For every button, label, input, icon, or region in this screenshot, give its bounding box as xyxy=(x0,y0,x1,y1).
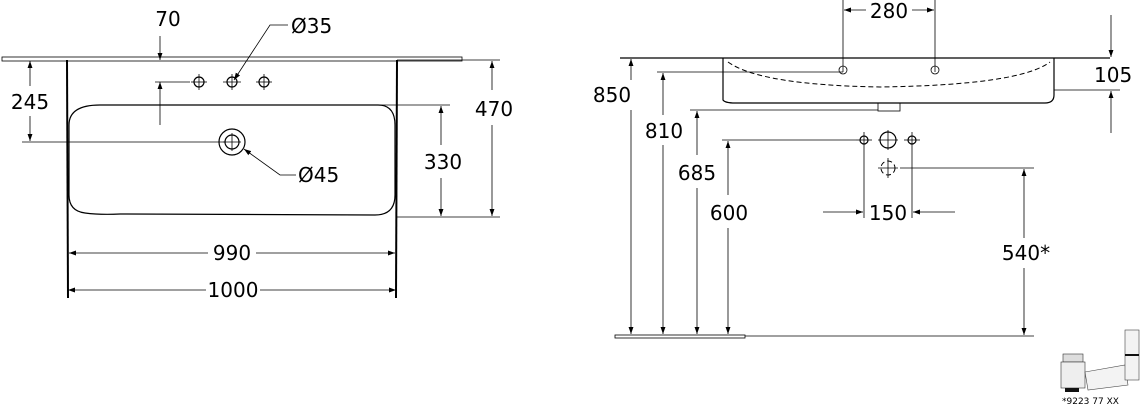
tap-hole-icon xyxy=(904,132,920,148)
tap-hole-icon xyxy=(856,132,872,148)
top-view: 70 245 470 330 990 1000 Ø35 Ø45 xyxy=(1,7,513,302)
dim-990: 990 xyxy=(213,241,251,265)
dim-810: 810 xyxy=(645,119,683,143)
dim-150: 150 xyxy=(869,201,907,225)
side-view: 280 105 850 810 685 600 15 xyxy=(593,0,1132,339)
waste-trap-illustration: *9223 77 XX xyxy=(1060,329,1140,407)
dim-280: 280 xyxy=(870,0,908,23)
dim-470: 470 xyxy=(475,97,513,121)
drain-diameter: Ø45 xyxy=(298,163,339,187)
dim-685: 685 xyxy=(678,161,716,185)
dim-600: 600 xyxy=(710,201,748,225)
dim-540: 540* xyxy=(1002,241,1050,265)
tap-hole-icon xyxy=(223,74,241,90)
basin-left-edge xyxy=(66,59,69,299)
basin-right-edge xyxy=(395,59,398,299)
dim-245: 245 xyxy=(11,90,49,114)
dim-330: 330 xyxy=(424,150,462,174)
dim-70: 70 xyxy=(155,7,180,31)
tap-hole-icon xyxy=(878,130,898,150)
dim-1000: 1000 xyxy=(208,278,259,302)
floor-line xyxy=(614,334,746,339)
basin-profile xyxy=(722,58,1055,104)
tap-hole-diameter: Ø35 xyxy=(291,14,332,38)
tap-hole-icon xyxy=(191,74,207,90)
part-number: *9223 77 XX xyxy=(1062,397,1119,407)
dim-105: 105 xyxy=(1094,63,1132,87)
tap-hole-icon xyxy=(256,74,272,90)
countertop-edge xyxy=(1,56,463,62)
bowl-outline xyxy=(68,104,396,216)
dim-850: 850 xyxy=(593,83,631,107)
waste-outlet-icon xyxy=(878,158,898,178)
